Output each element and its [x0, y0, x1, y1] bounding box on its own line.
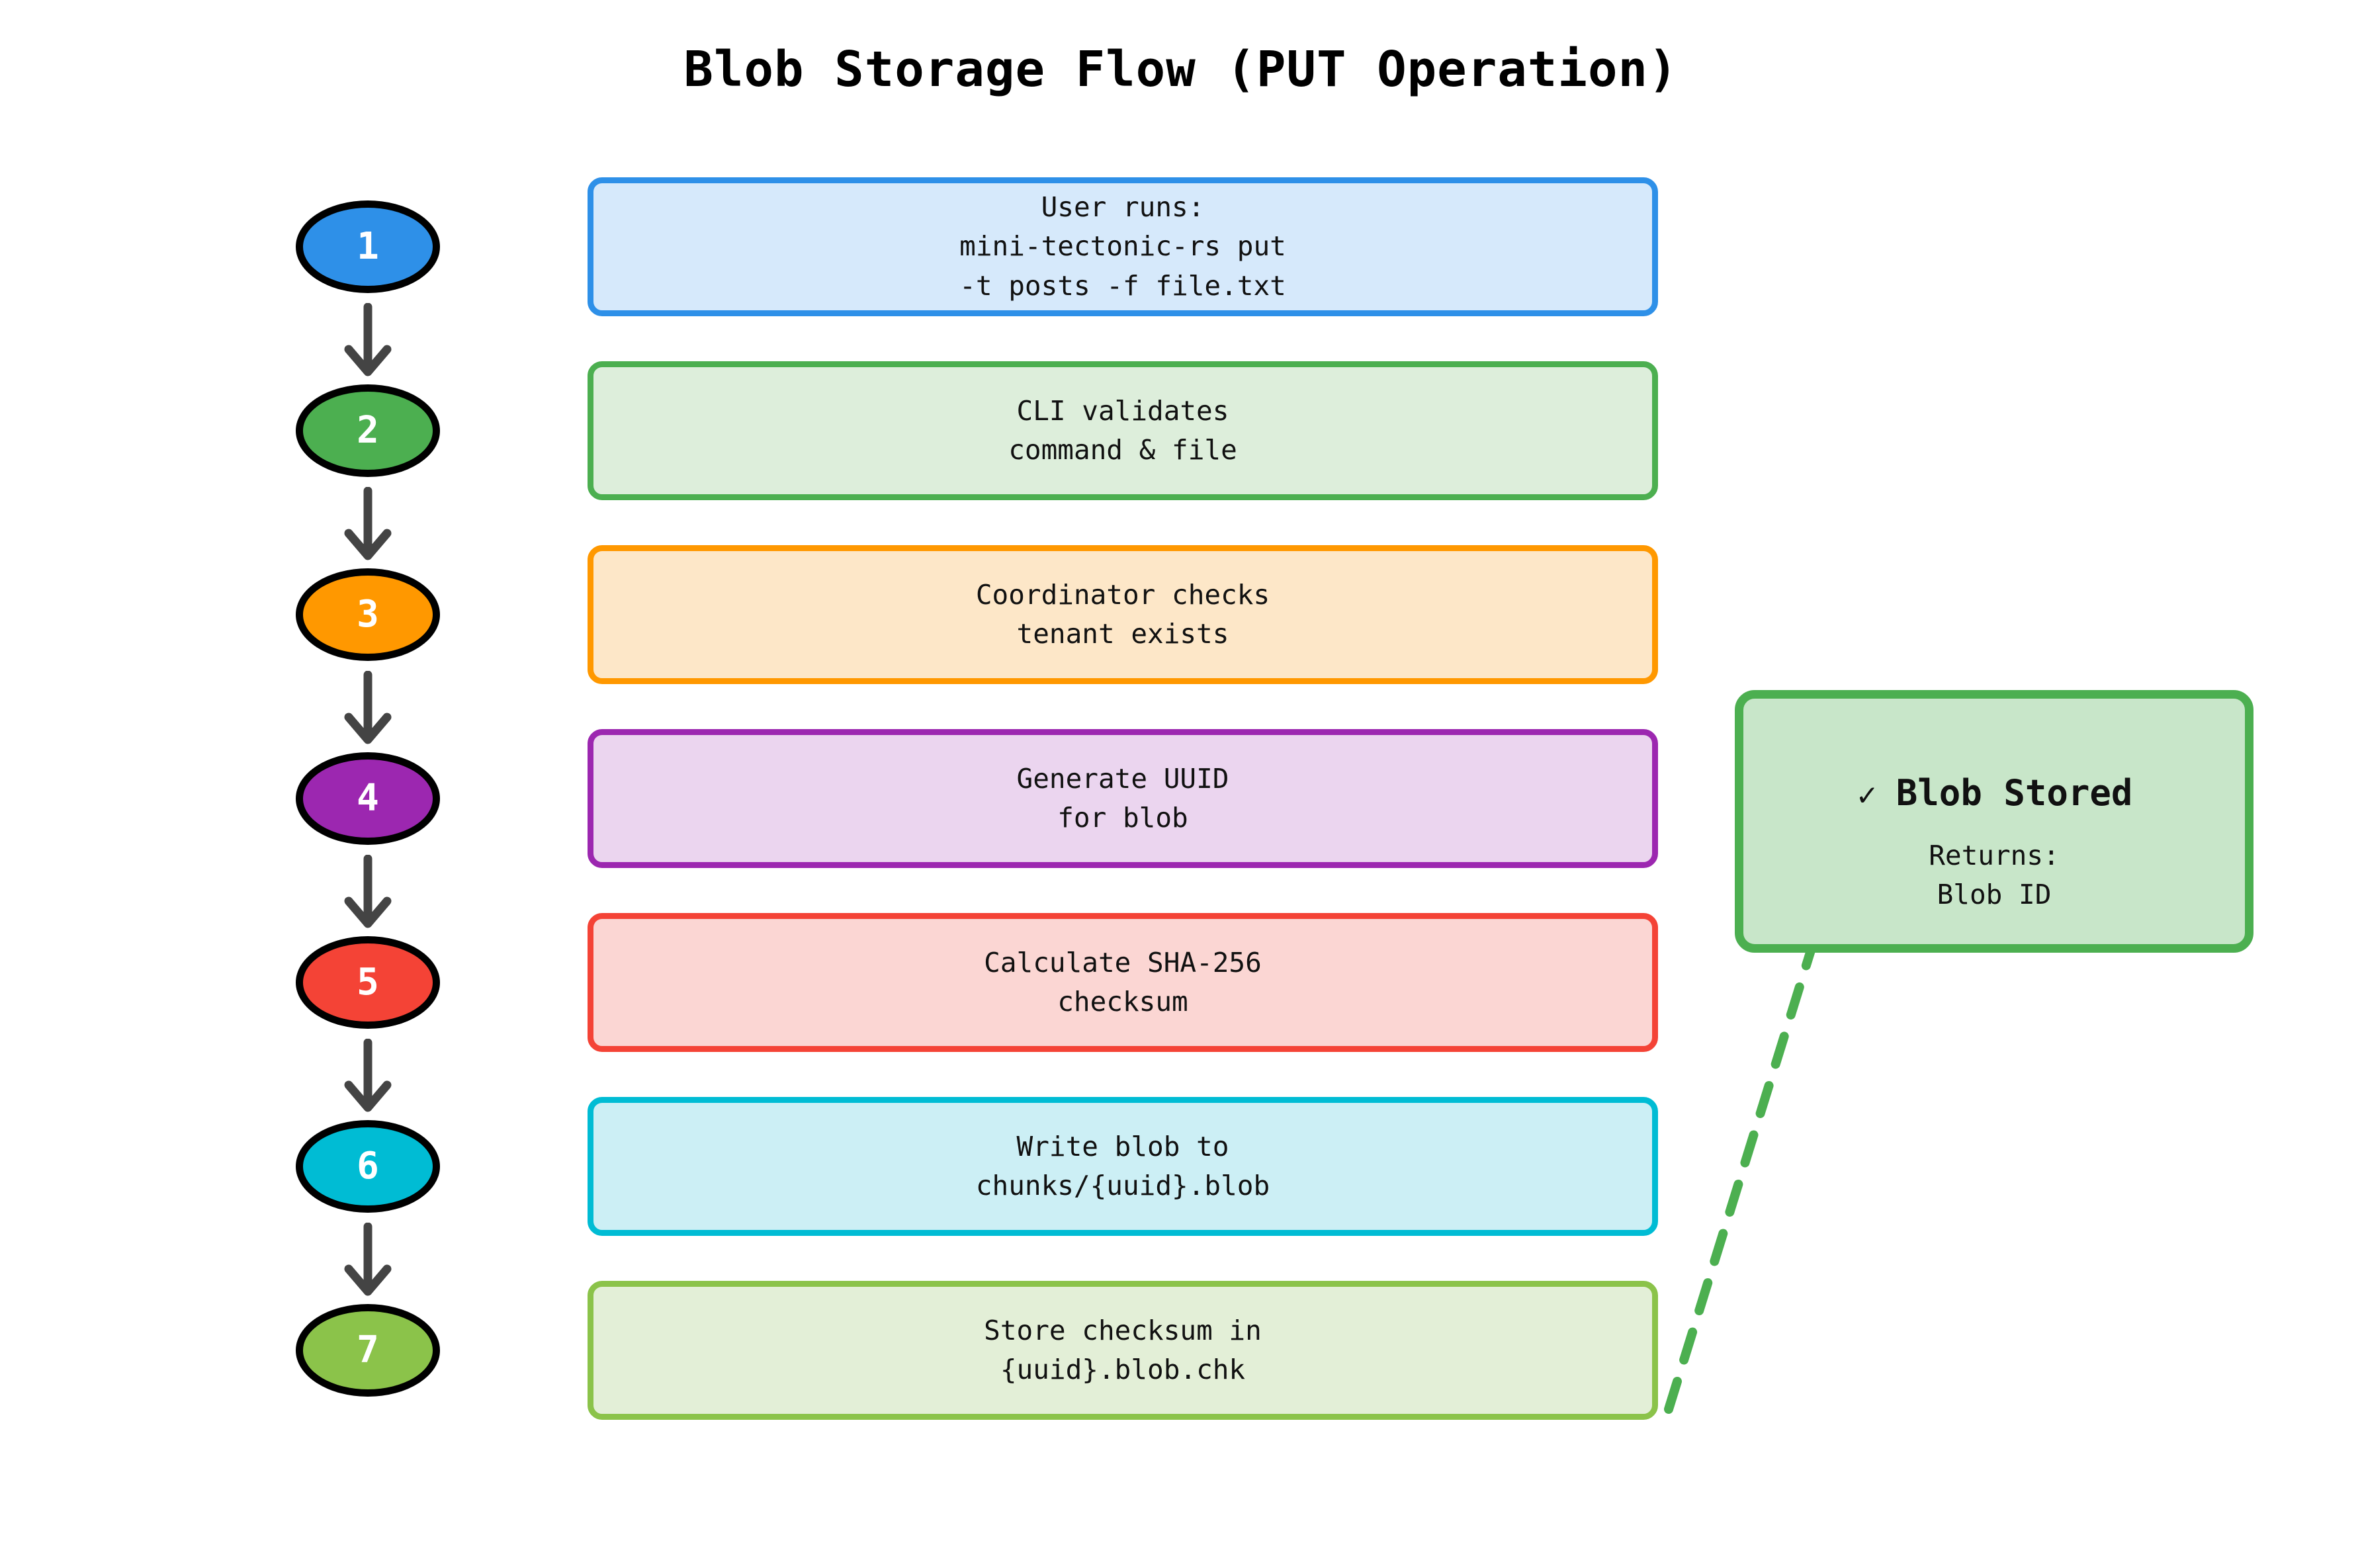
connector-arrow-6-7 — [344, 1223, 392, 1296]
step-node-label: 2 — [357, 409, 379, 452]
result-title: Blob Stored — [1896, 772, 2133, 814]
step-box-text: User runs: mini-tectonic-rs put -t posts… — [959, 191, 1286, 302]
connector-arrow-2-3 — [344, 487, 392, 560]
result-subtitle: Returns: Blob ID — [1929, 840, 2060, 911]
step-box-1[interactable]: User runs: mini-tectonic-rs put -t posts… — [588, 177, 1658, 316]
step-node-label: 4 — [357, 777, 379, 820]
step-box-3[interactable]: Coordinator checks tenant exists — [588, 545, 1658, 684]
step-node-label: 1 — [357, 225, 379, 268]
step-box-text: Write blob to chunks/{uuid}.blob — [975, 1130, 1270, 1201]
connector-arrow-4-5 — [344, 855, 392, 928]
page-title: Blob Storage Flow (PUT Operation) — [683, 41, 1679, 98]
step-node-7[interactable]: 7 — [296, 1304, 440, 1397]
step-node-label: 6 — [357, 1145, 379, 1188]
step-node-2[interactable]: 2 — [296, 384, 440, 477]
step-box-text: Generate UUID for blob — [1016, 762, 1229, 834]
step-node-4[interactable]: 4 — [296, 752, 440, 845]
step-box-5[interactable]: Calculate SHA-256 checksum — [588, 913, 1658, 1052]
step-node-label: 5 — [357, 961, 379, 1004]
step-box-text: Coordinator checks tenant exists — [975, 578, 1270, 650]
step-node-label: 3 — [357, 593, 379, 636]
step-box-2[interactable]: CLI validates command & file — [588, 361, 1658, 500]
result-title-row: ✓ Blob Stored — [1856, 775, 2133, 811]
step-box-text: Calculate SHA-256 checksum — [984, 946, 1262, 1018]
connector-arrow-1-2 — [344, 303, 392, 376]
check-icon: ✓ — [1855, 779, 1879, 812]
step-box-4[interactable]: Generate UUID for blob — [588, 729, 1658, 868]
step-node-6[interactable]: 6 — [296, 1120, 440, 1213]
step-node-3[interactable]: 3 — [296, 568, 440, 661]
connector-arrow-5-6 — [344, 1039, 392, 1112]
step-box-text: Store checksum in {uuid}.blob.chk — [984, 1314, 1262, 1385]
step-node-label: 7 — [357, 1328, 379, 1372]
step-box-7[interactable]: Store checksum in {uuid}.blob.chk — [588, 1281, 1658, 1420]
step-node-1[interactable]: 1 — [296, 200, 440, 293]
step-node-5[interactable]: 5 — [296, 936, 440, 1029]
result-success-box[interactable]: ✓ Blob Stored Returns: Blob ID — [1735, 690, 2253, 953]
step-box-6[interactable]: Write blob to chunks/{uuid}.blob — [588, 1097, 1658, 1236]
connector-arrow-3-4 — [344, 671, 392, 744]
step-box-text: CLI validates command & file — [1008, 394, 1237, 466]
